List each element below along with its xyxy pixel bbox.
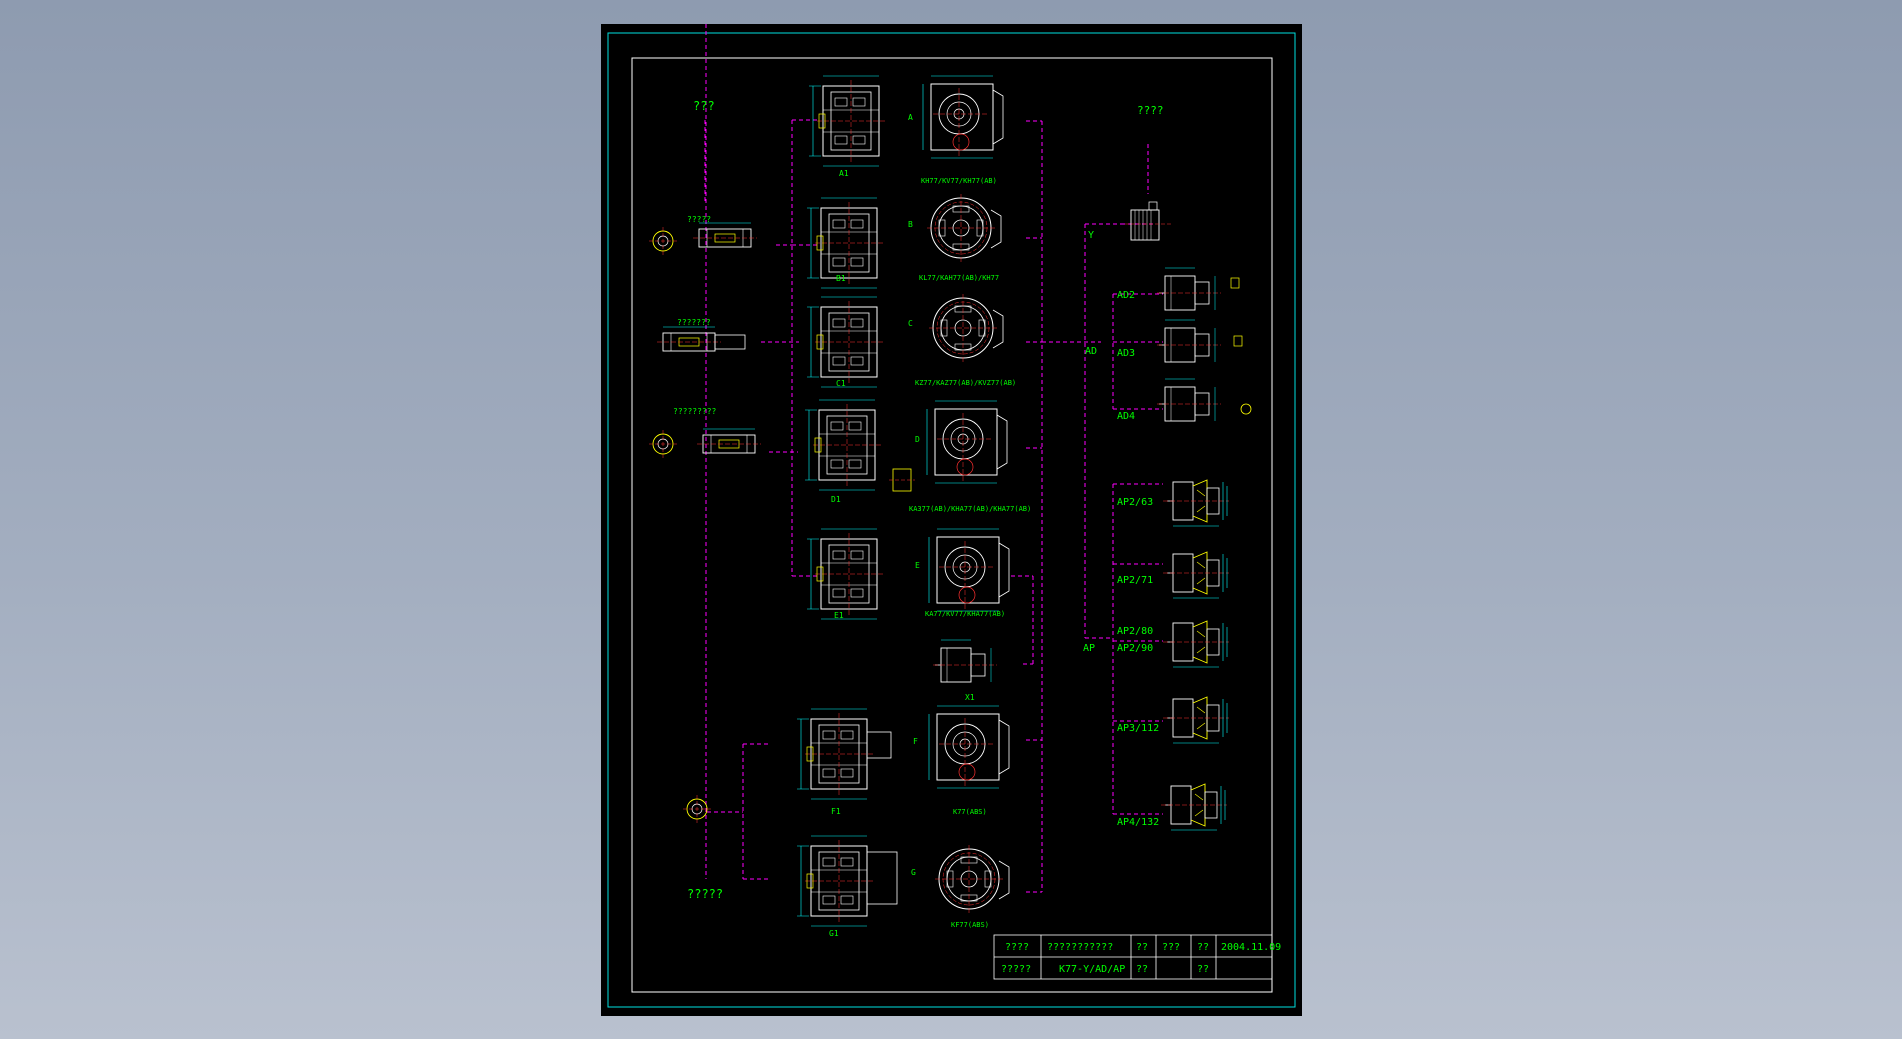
left-bottom-heading: ????? [687,887,723,901]
adapter-label-ad3: AD3 [1117,348,1135,359]
shaft-label-3: ????????? [673,407,717,416]
model-caption-c: KZ77/KAZ77(AB)/KVZ77(AB) [915,379,1016,387]
shaft-part-2-ext [714,334,746,350]
adapter-detail-ad4 [1240,403,1252,415]
adapter-label-ap2-63: AP2/63 [1117,497,1153,508]
front-view-d1 [804,399,882,491]
adapter-view-ad2 [1156,267,1222,311]
right-top-heading: ???? [1137,104,1164,117]
title-block-date: 2004.11.09 [1221,942,1281,953]
adapter-view-ap2-63 [1162,479,1230,527]
model-caption-g: KF77(ABS) [951,921,989,929]
position-letter-c: C [908,319,913,328]
adapter-view-ad4 [1156,378,1222,422]
model-caption-d: KA377(AB)/KHA77(AB)/KHA77(AB) [909,505,1031,513]
shaft-label-2: ??????? [677,318,711,327]
shaft-label-1: ????? [687,215,711,224]
motor-y-box [1148,201,1158,211]
variant-label-f1: F1 [831,807,841,816]
adapter-label-ap: AP [1083,643,1095,654]
front-view-f1 [796,708,874,800]
side-view-b [926,193,1002,263]
front-view-e1 [806,528,884,620]
side-view-x1 [932,639,998,683]
title-block-r2c3: ?? [1136,964,1148,975]
adapter-label-ap3-112: AP3/112 [1117,723,1159,734]
cad-drawing: ??? ????? ???? ????? ??????? ????????? A… [607,24,1296,1008]
ring-part-1 [648,226,678,256]
title-block-r2c1: ????? [1001,964,1031,975]
adapter-label-y: Y [1088,230,1094,241]
side-view-g [934,844,1010,914]
adapter-view-ap3-112 [1162,696,1230,744]
position-letter-g: G [911,868,916,877]
adapter-view-ap2-71 [1162,551,1230,599]
model-caption-e: KA77/KV77/KHA77(AB) [925,610,1005,618]
model-caption-b: KL77/KAH77(AB)/KH77 [919,274,999,282]
variant-label-d1: D1 [831,495,841,504]
variant-label-x1: X1 [965,693,975,702]
position-letter-b: B [908,220,913,229]
adapter-label-ad: AD [1085,346,1097,357]
inner-frame [631,57,1273,993]
position-letter-e: E [915,561,920,570]
shaft-part-1 [692,222,758,248]
ring-part-3 [648,429,678,459]
adapter-view-ap2-80 [1162,620,1230,668]
motor-y-body [1130,209,1160,241]
adapter-view-ad3 [1156,319,1222,363]
shaft-part-3 [696,428,762,454]
position-letter-a: A [908,113,913,122]
adapter-label-ap2-80: AP2/80 [1117,626,1153,637]
shaft-part-2 [656,326,722,352]
leader-lines [704,24,1163,893]
model-caption-f: K77(ABS) [953,808,987,816]
position-letter-d: D [915,435,920,444]
title-block-r2c5: ?? [1197,964,1209,975]
front-view-a1 [808,75,886,167]
title-block-r1c2: ??????????? [1047,942,1113,953]
title-block-r1c1: ???? [1005,942,1029,953]
side-view-c [928,293,1004,363]
variant-label-a1: A1 [839,169,849,178]
adapter-label-ap2-90: AP2/90 [1117,643,1153,654]
variant-label-b1: B1 [836,274,846,283]
adapter-label-ad2: AD2 [1117,290,1135,301]
variant-label-e1: E1 [834,611,844,620]
adapter-label-ap2-71: AP2/71 [1117,575,1153,586]
motor-y-fins [1134,210,1152,240]
left-top-heading: ??? [693,99,715,113]
side-view-a [922,75,1004,159]
variant-label-g1: G1 [829,929,839,938]
title-block [993,934,1273,980]
side-view-e [928,528,1010,612]
variant-label-c1: C1 [836,379,846,388]
adapter-label-ap4-132: AP4/132 [1117,817,1159,828]
side-view-d [926,400,1008,484]
title-block-r1c5: ?? [1197,942,1209,953]
adapter-detail-ad2 [1230,277,1240,289]
drawing-sheet: ??? ????? ???? ????? ??????? ????????? A… [601,24,1302,1016]
adapter-view-ap4-132 [1160,783,1228,831]
model-caption-a: KH77/KV77/KH77(AB) [921,177,997,185]
position-letter-f: F [913,737,918,746]
side-view-f [928,705,1010,789]
ring-part-bottom [682,794,712,824]
front-view-c1 [806,296,884,388]
front-view-g1 [796,835,874,927]
adapter-label-ad4: AD4 [1117,411,1135,422]
outer-frame [607,32,1296,1008]
title-block-r1c4: ??? [1162,942,1180,953]
title-block-drawing-no: K77-Y/AD/AP [1059,964,1125,975]
front-view-f1-flange [866,731,892,759]
front-view-g1-flange [866,851,898,905]
title-block-r1c3: ?? [1136,942,1148,953]
adapter-detail-ad3 [1233,335,1243,347]
